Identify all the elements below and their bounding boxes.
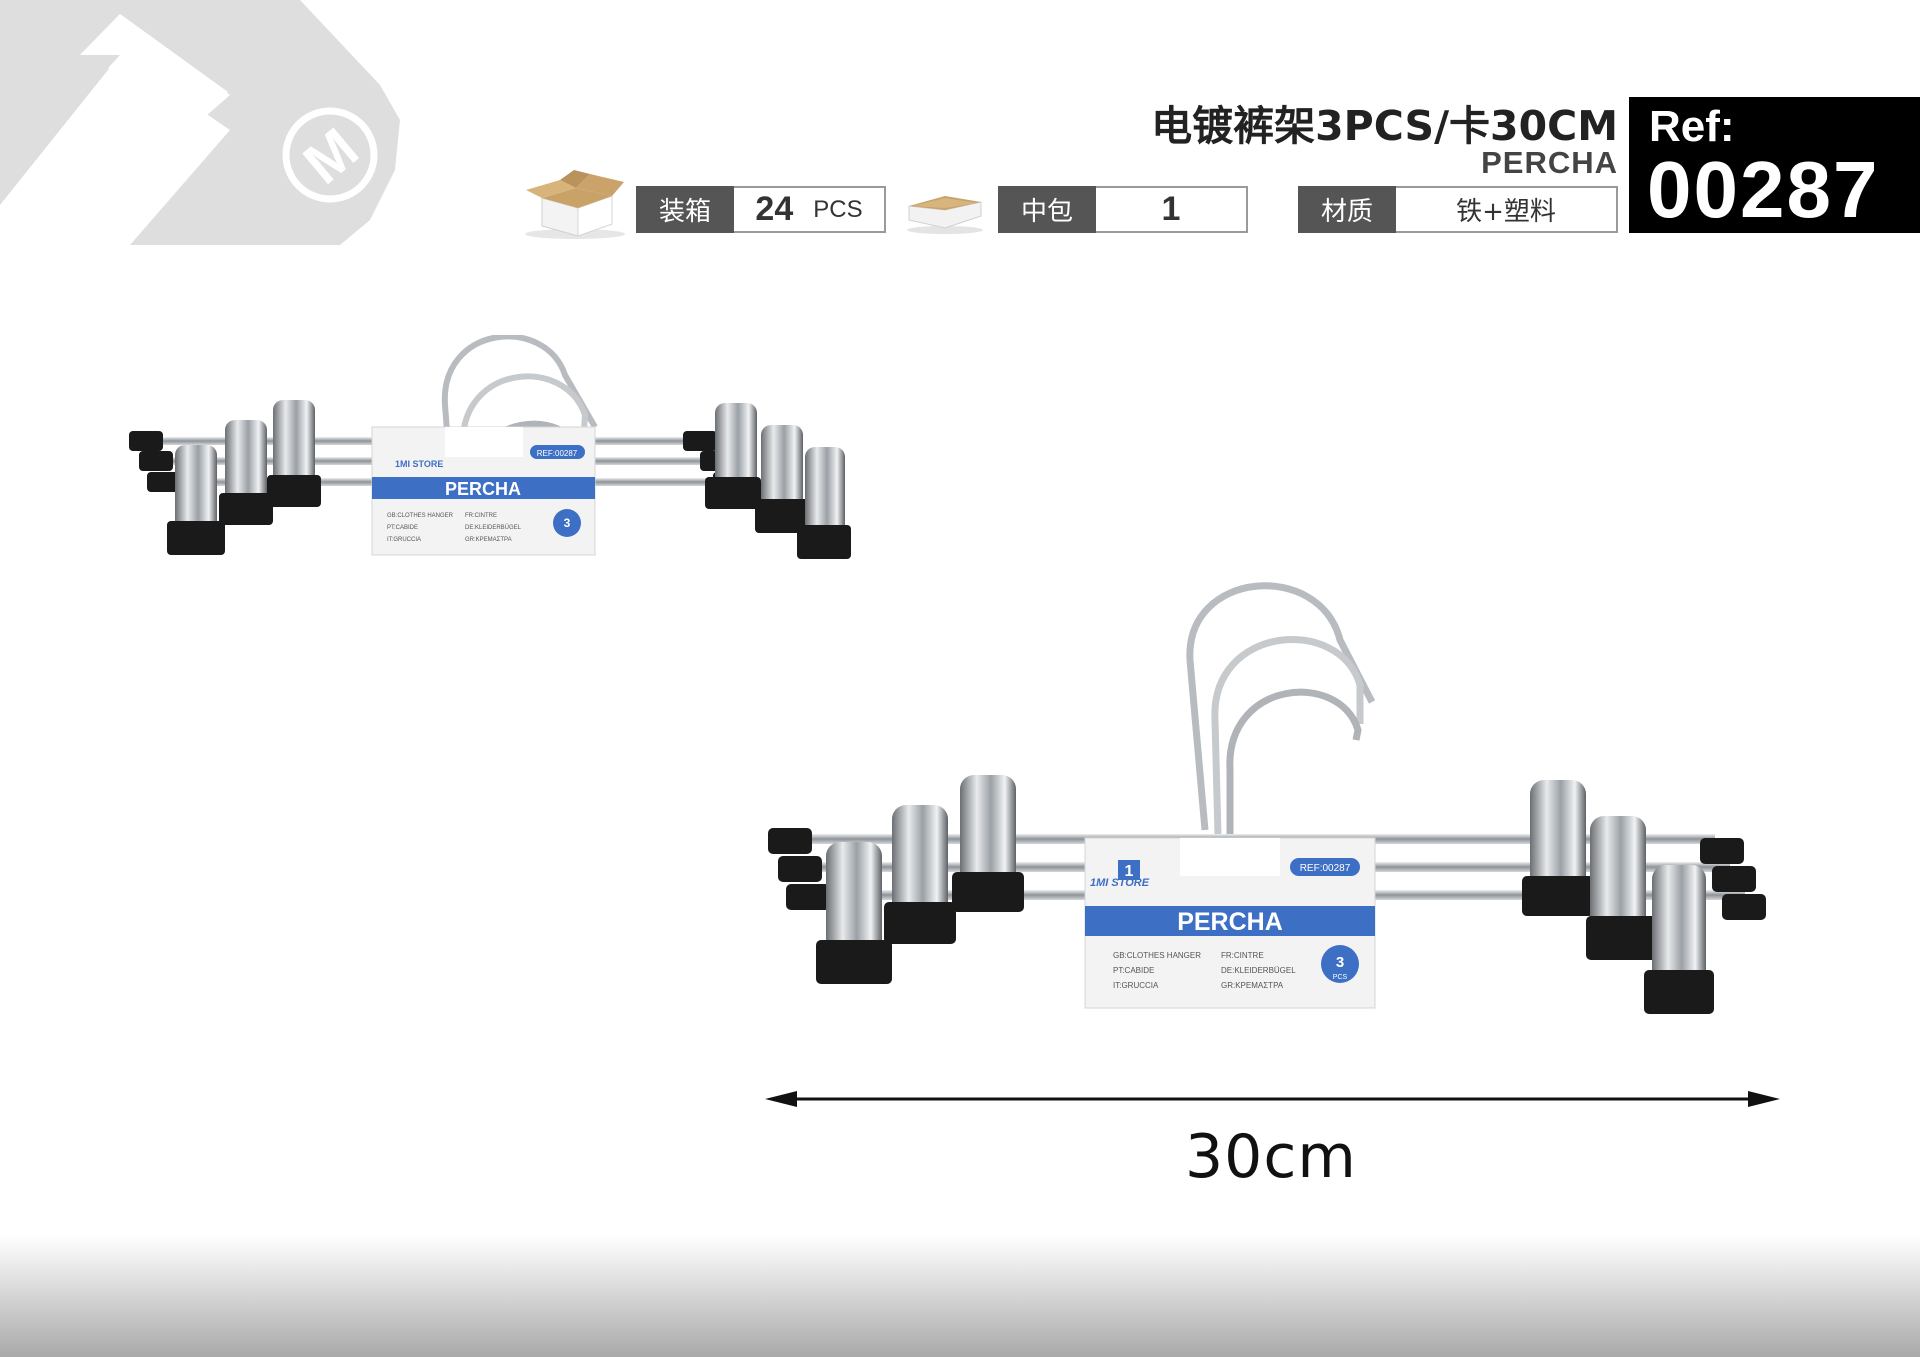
tag-translation-small: DE:KLEIDERBÜGEL <box>465 524 522 531</box>
inner-pack-label: 中包 <box>998 186 1096 233</box>
tag-translation-large: GB:CLOTHES HANGER <box>1113 951 1201 960</box>
product-photo-small: 1MI STORE REF:00287 PERCHA 3 GB:CLOTHES … <box>129 335 851 559</box>
tag-translation-small: PT:CABIDE <box>387 525 418 531</box>
tag-count-small: 3 <box>564 516 571 530</box>
material-label: 材质 <box>1298 186 1396 233</box>
tag-name-small: PERCHA <box>445 479 521 499</box>
carton-quantity: 24 <box>755 190 794 228</box>
product-photo-large: 1 1MI STORE REF:00287 PERCHA 3 PCS GB:CL… <box>768 582 1766 1014</box>
dimension-label: 30cm <box>1185 1122 1357 1192</box>
tag-translation-large: FR:CINTRE <box>1221 951 1264 960</box>
tag-count-unit-large: PCS <box>1333 974 1348 981</box>
tag-store-name-large: 1MI STORE <box>1090 877 1150 889</box>
material-value: 铁+塑料 <box>1456 197 1556 227</box>
dimension-arrow-icon <box>765 1091 1780 1107</box>
carton-value-box: 24 PCS <box>734 186 886 233</box>
tag-count-large: 3 <box>1336 954 1344 971</box>
inner-pack-quantity: 1 <box>1161 190 1181 228</box>
carton-box-icon <box>525 170 625 239</box>
tag-translation-large: GR:ΚΡΕΜΑΣΤΡΑ <box>1221 981 1284 990</box>
tag-translation-large: DE:KLEIDERBÜGEL <box>1221 966 1296 975</box>
ref-number: 00287 <box>1647 145 1880 234</box>
carton-unit: PCS <box>813 195 863 223</box>
product-title: 电镀裤架3PCS/卡30CM <box>1151 102 1618 150</box>
tag-logo-digit-large: 1 <box>1125 863 1134 880</box>
inner-box-icon <box>907 196 983 234</box>
tag-translation-small: GB:CLOTHES HANGER <box>387 513 454 519</box>
tag-store-name-small: 1MI STORE <box>395 459 443 469</box>
inner-pack-value-box: 1 <box>1096 186 1248 233</box>
brand-logo: M <box>0 0 400 245</box>
carton-label: 装箱 <box>636 186 734 233</box>
tag-name-large: PERCHA <box>1177 908 1283 936</box>
bottom-gradient-band <box>0 1235 1920 1357</box>
ref-box: Ref: 00287 <box>1629 97 1920 233</box>
tag-translation-small: FR:CINTRE <box>465 513 497 519</box>
product-subtitle: PERCHA <box>1481 145 1618 180</box>
tag-ref-large: REF:00287 <box>1300 863 1351 874</box>
tag-translation-small: GR:ΚΡΕΜΑΣΤΡΑ <box>465 537 512 543</box>
tag-translation-large: PT:CABIDE <box>1113 966 1154 975</box>
material-value-box: 铁+塑料 <box>1396 186 1618 233</box>
ref-label: Ref: <box>1649 102 1735 151</box>
tag-ref-small: REF:00287 <box>537 449 578 458</box>
tag-translation-small: IT:GRUCCIA <box>387 537 421 543</box>
tag-translation-large: IT:GRUCCIA <box>1113 981 1159 990</box>
